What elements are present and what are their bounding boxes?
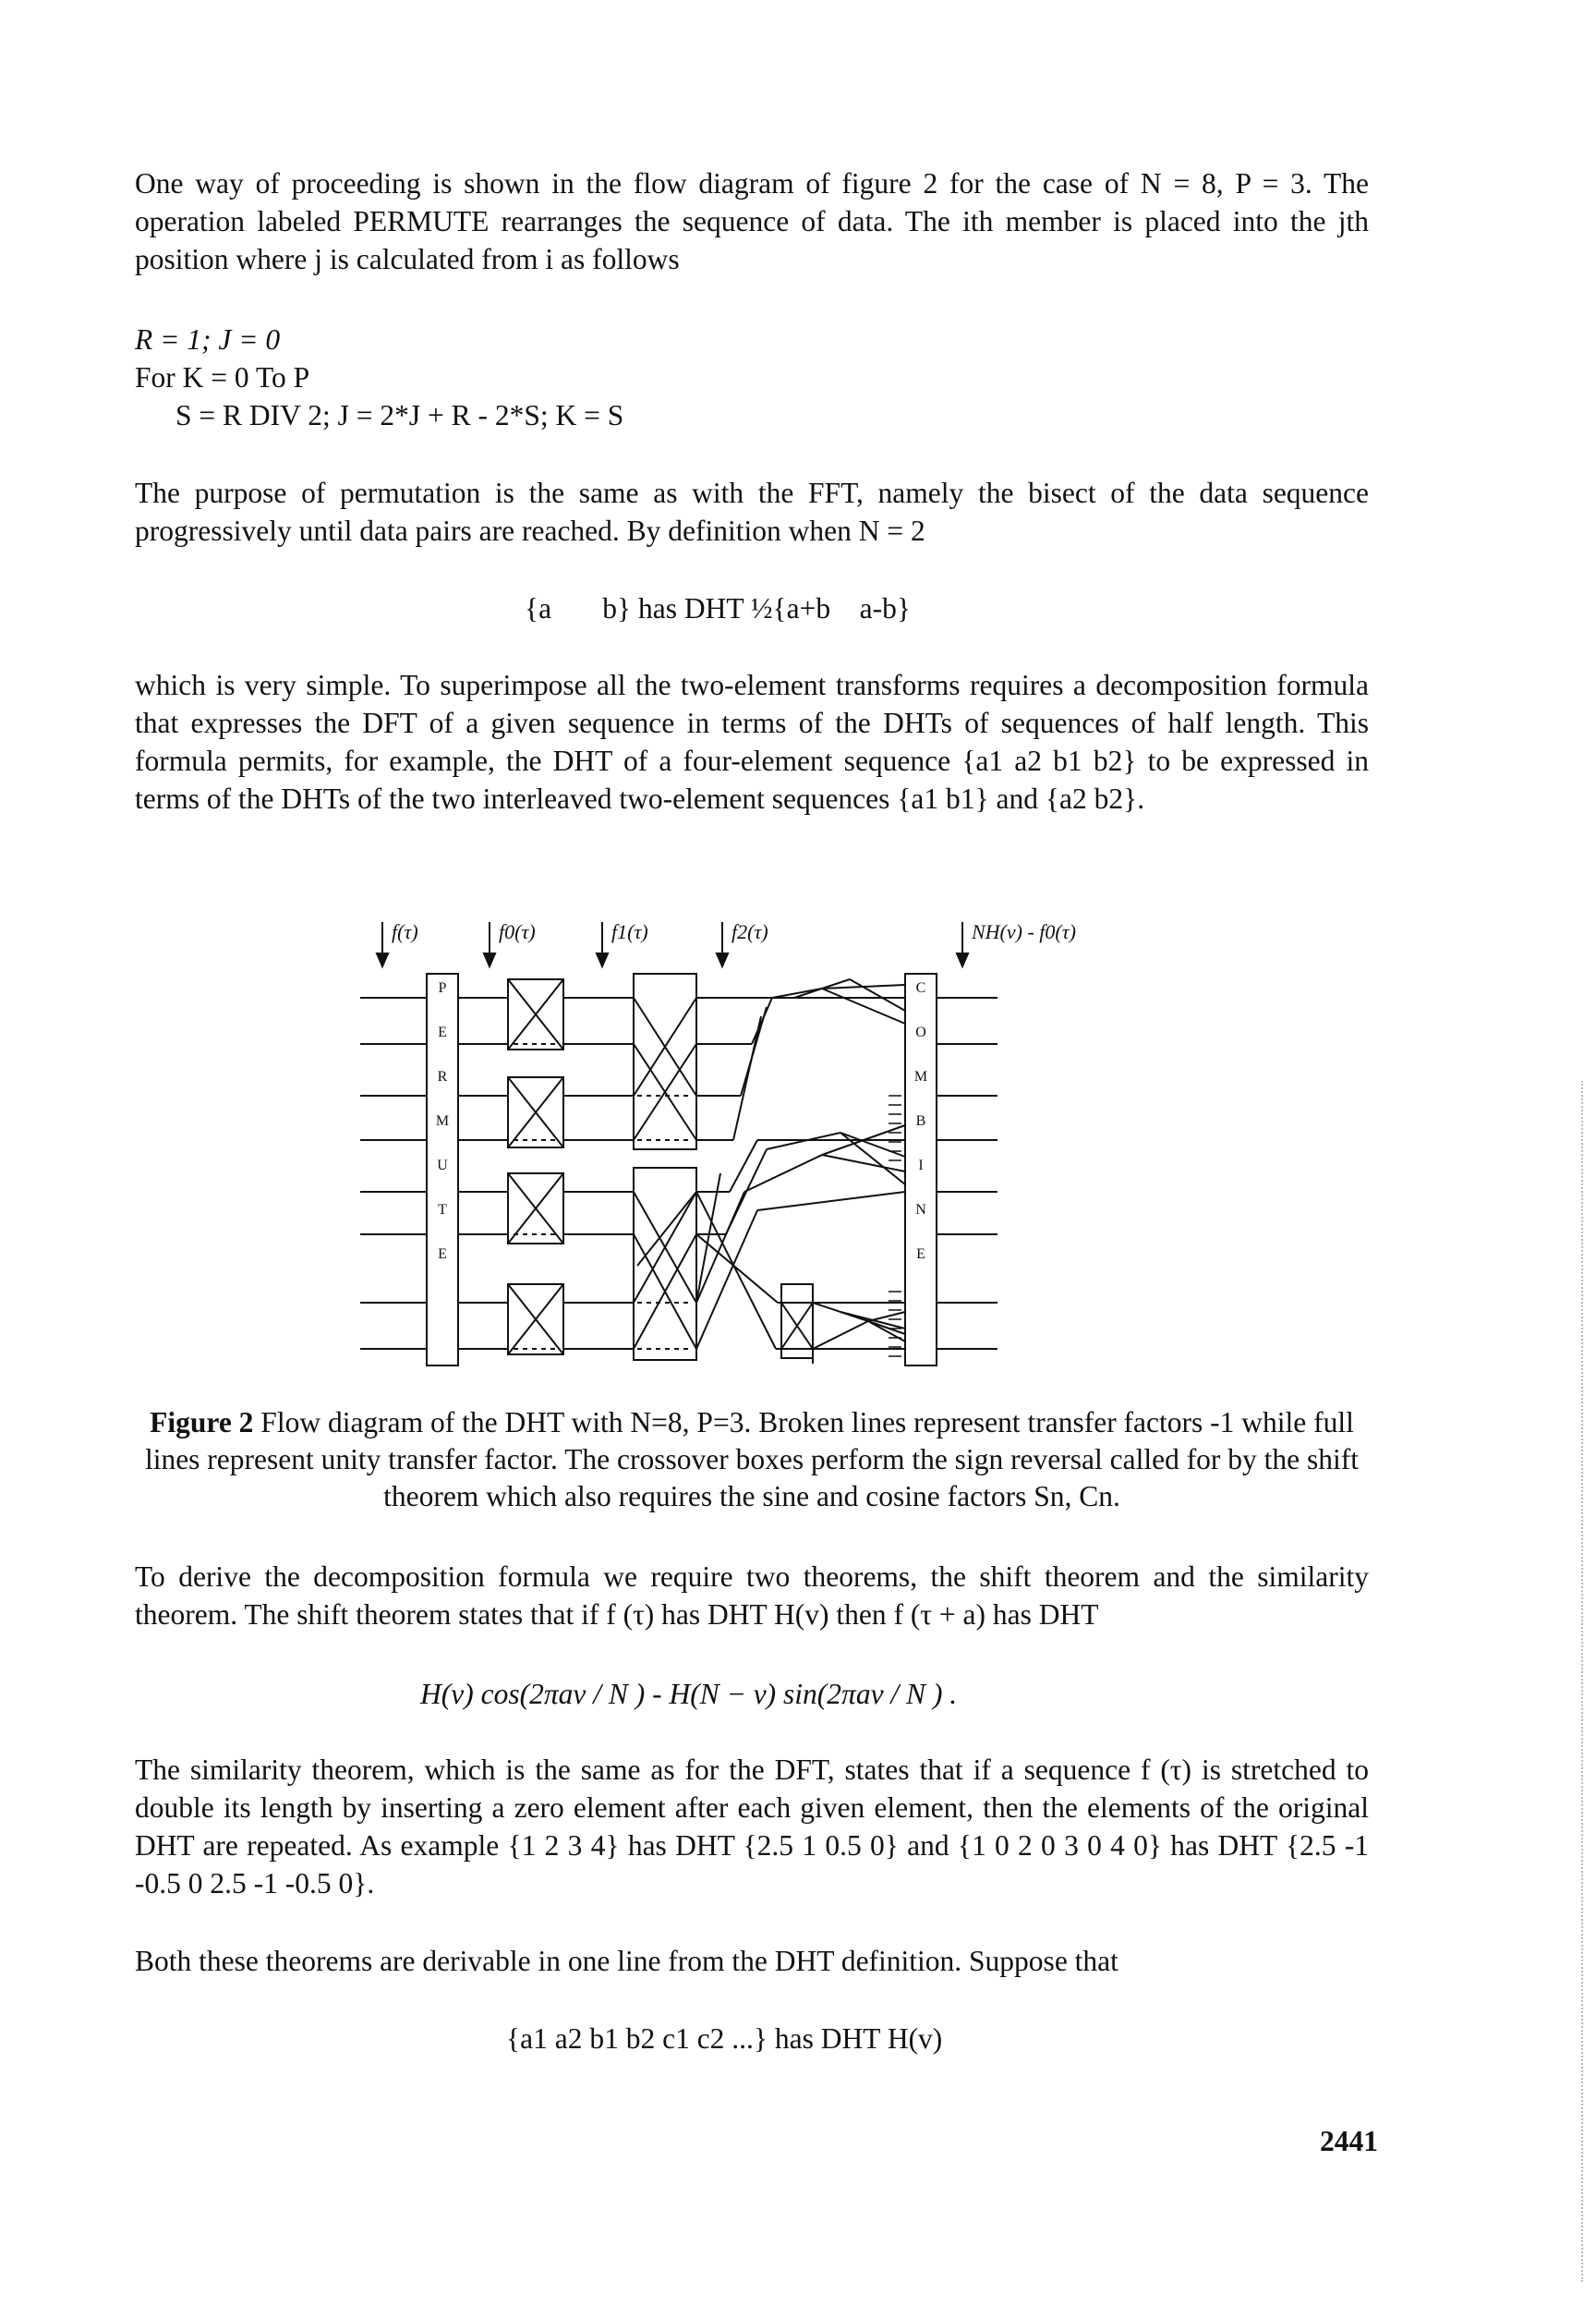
combine-block — [904, 973, 937, 1366]
stage-1-butterflies — [458, 978, 564, 1355]
input-label-f2: f2(τ) — [732, 920, 768, 943]
stage-2-negation-lines — [637, 1095, 693, 1350]
input-label-f: f(τ) — [392, 920, 418, 943]
stage-1-negation-lines — [514, 1043, 558, 1350]
algorithm-line-2: For K = 0 To P — [135, 361, 310, 394]
output-lines — [937, 997, 998, 1350]
flow-diagram-figure: f(τ) f0(τ) f1(τ) f2(τ) NH(v) - f0(τ) P E… — [360, 920, 1076, 1366]
combine-letter-n: N — [915, 1202, 926, 1218]
combine-letter-i: I — [918, 1158, 923, 1173]
arrow-head-icon — [375, 953, 390, 969]
scan-edge-mark — [1581, 1081, 1586, 2282]
input-label-f0: f0(τ) — [499, 920, 536, 943]
arrow-head-icon — [482, 953, 497, 969]
arrow-head-icon — [955, 953, 970, 969]
combine-letter-e: E — [916, 1246, 925, 1262]
figure-caption: Figure 2 Flow diagram of the DHT with N=… — [135, 1404, 1369, 1515]
permute-letter-p: P — [439, 980, 447, 996]
stage-2-butterflies — [563, 973, 697, 1361]
equation-dht-pair: {a b} has DHT ½{a+b a-b} — [525, 592, 911, 625]
permute-letter-e2: E — [438, 1246, 447, 1262]
equation-sequence-dht: {a1 a2 b1 b2 c1 c2 ...} has DHT H(v) — [506, 2022, 943, 2055]
paragraph-permute-intro: One way of proceeding is shown in the fl… — [135, 167, 1369, 275]
arrow-head-icon — [715, 953, 730, 969]
paragraph-derivation: Both these theorems are derivable in one… — [135, 1945, 1118, 1977]
sine-cosine-factor-marks — [889, 1095, 901, 1357]
input-label-f1: f1(τ) — [611, 920, 648, 943]
algorithm-line-1: R = 1; J = 0 — [135, 323, 281, 356]
combine-letter-o: O — [915, 1025, 926, 1040]
equation-shift-theorem: H(v) cos(2πav / N ) - H(N − v) sin(2πav … — [420, 1678, 958, 1710]
caption-label: Figure 2 — [150, 1406, 254, 1438]
paragraph-similarity-theorem: The similarity theorem, which is the sam… — [135, 1754, 1369, 1899]
permute-block — [426, 973, 459, 1366]
caption-text: Flow diagram of the DHT with N=8, P=3. B… — [144, 1406, 1360, 1512]
combine-letter-b: B — [916, 1113, 926, 1129]
paragraph-decomposition: which is very simple. To superimpose all… — [135, 669, 1369, 815]
page-number: 2441 — [1320, 2125, 1378, 2157]
paragraph-permutation-purpose: The purpose of permutation is the same a… — [135, 477, 1369, 547]
paragraph-shift-theorem: To derive the decomposition formula we r… — [135, 1560, 1369, 1631]
permute-letter-u: U — [437, 1158, 448, 1173]
arrow-head-icon — [595, 953, 610, 969]
combine-letter-c: C — [916, 980, 926, 996]
algorithm-line-3: S = R DIV 2; J = 2*J + R - 2*S; K = S — [175, 399, 624, 431]
permute-letter-m: M — [436, 1113, 449, 1129]
permute-letter-e: E — [438, 1025, 447, 1040]
output-label: NH(v) - f0(τ) — [971, 920, 1076, 943]
permute-letter-t: T — [438, 1202, 447, 1218]
input-lines — [360, 997, 427, 1350]
stage-3-network — [636, 978, 906, 1364]
combine-letter-m: M — [914, 1069, 927, 1085]
permute-letter-r: R — [438, 1069, 448, 1085]
